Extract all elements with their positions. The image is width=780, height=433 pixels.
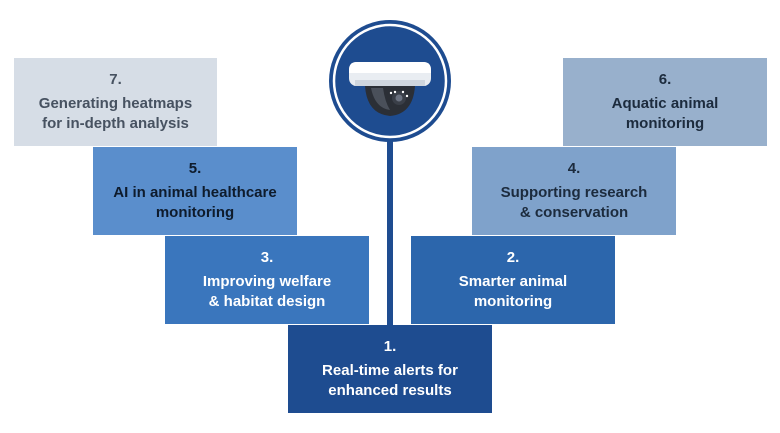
item-text-line: & habitat design	[208, 293, 326, 310]
item-text-line: Improving welfare	[202, 273, 332, 290]
item-box-7: 7. Generating heatmaps for in-depth anal…	[14, 58, 217, 146]
item-box-6: 6. Aquatic animal monitoring	[563, 58, 767, 146]
item-text-line: monitoring	[625, 115, 705, 132]
item-number: 5.	[188, 160, 202, 177]
item-text-line: monitoring	[155, 204, 235, 221]
item-number: 7.	[109, 71, 122, 88]
item-text-line: Real-time alerts for	[322, 362, 458, 379]
item-box-4: 4. Supporting research & conservation	[472, 147, 676, 235]
item-number: 4.	[567, 160, 581, 177]
item-box-5: 5. AI in animal healthcare monitoring	[93, 147, 297, 235]
item-text-line: monitoring	[473, 293, 553, 310]
item-box-2: 2. Smarter animal monitoring	[411, 236, 615, 324]
item-box-1: 1. Real-time alerts for enhanced results	[288, 325, 492, 413]
item-text-line: & conservation	[519, 204, 629, 221]
security-camera-icon	[327, 18, 453, 144]
item-text-line: AI in animal healthcare	[113, 184, 277, 201]
item-text-line: for in-depth analysis	[42, 115, 189, 132]
item-text-line: Supporting research	[500, 184, 648, 201]
item-number: 1.	[383, 338, 397, 355]
item-box-3: 3. Improving welfare & habitat design	[165, 236, 369, 324]
item-text-line: Smarter animal	[458, 273, 568, 290]
item-number: 6.	[658, 71, 672, 88]
item-text-line: Generating heatmaps	[38, 95, 193, 112]
item-text-line: Aquatic animal	[611, 95, 719, 112]
item-number: 3.	[260, 249, 274, 266]
item-text-line: enhanced results	[328, 382, 452, 399]
item-number: 2.	[506, 249, 520, 266]
connector-stem	[387, 125, 393, 327]
